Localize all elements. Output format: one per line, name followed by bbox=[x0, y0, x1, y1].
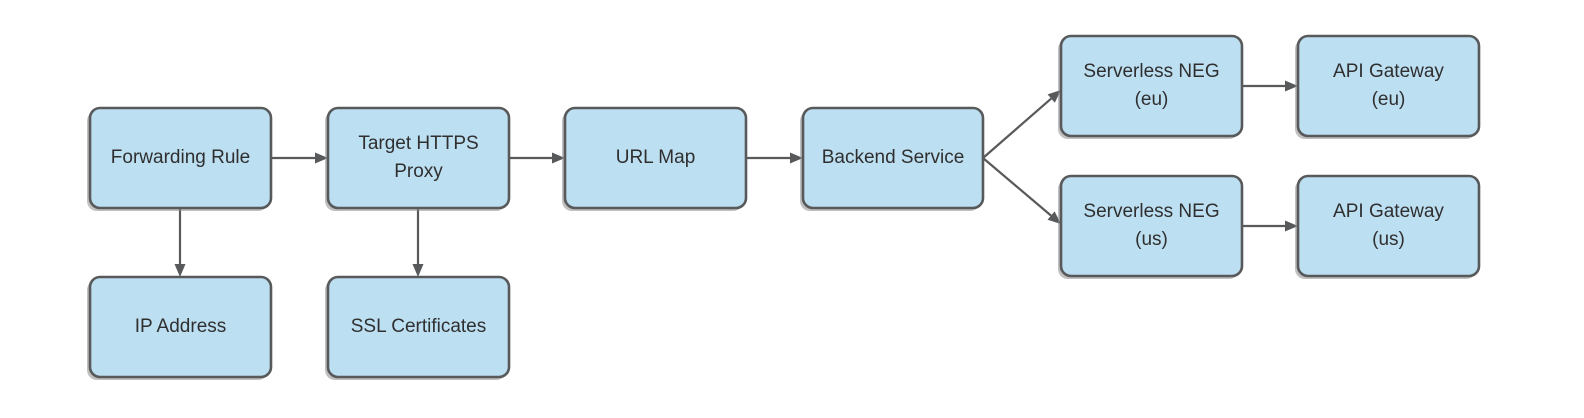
node-label: Serverless NEG (us) bbox=[1083, 201, 1219, 250]
arrow-head-icon bbox=[1047, 90, 1061, 103]
node-label-line-1: URL Map bbox=[616, 147, 696, 168]
edge-serverless-neg-us-to-api-gateway-us bbox=[1242, 220, 1298, 232]
edge-target-https-proxy-to-url-map bbox=[509, 152, 565, 164]
arrow-head-icon bbox=[1285, 220, 1298, 232]
node-box[interactable] bbox=[88, 275, 273, 379]
arrow-head-icon bbox=[412, 264, 424, 277]
arrow-head-icon bbox=[1047, 211, 1061, 224]
node-label: API Gateway (us) bbox=[1333, 201, 1444, 250]
node-label: Target HTTPS Proxy bbox=[358, 133, 478, 182]
node-label-line-1: SSL Certificates bbox=[351, 316, 487, 337]
node-target-https-proxy[interactable]: Target HTTPS Proxy bbox=[325, 106, 511, 211]
node-label-line-2: (us) bbox=[1135, 229, 1168, 250]
arrow-head-icon bbox=[790, 152, 803, 164]
node-box[interactable] bbox=[326, 106, 511, 210]
node-url-map[interactable]: URL Map bbox=[562, 106, 748, 211]
node-label-line-1: Backend Service bbox=[822, 147, 965, 168]
node-api-gateway-eu[interactable]: API Gateway (eu) bbox=[1295, 34, 1481, 139]
node-label: SSL Certificates bbox=[351, 316, 487, 337]
edge-backend-service-to-serverless-neg-us bbox=[982, 157, 1061, 224]
edge-url-map-to-backend-service bbox=[746, 152, 803, 164]
node-label-line-1: IP Address bbox=[135, 316, 227, 337]
edge-line bbox=[982, 157, 1052, 217]
node-label: Forwarding Rule bbox=[111, 147, 250, 168]
node-api-gateway-us[interactable]: API Gateway (us) bbox=[1295, 174, 1481, 279]
arrow-head-icon bbox=[1285, 80, 1298, 92]
edge-forwarding-rule-to-ip-address bbox=[174, 208, 186, 277]
node-label-line-2: Proxy bbox=[394, 161, 443, 182]
edge-backend-service-to-serverless-neg-eu bbox=[982, 90, 1061, 159]
node-box[interactable] bbox=[88, 106, 273, 210]
node-label: IP Address bbox=[135, 316, 227, 337]
edge-target-https-proxy-to-ssl-certificates bbox=[412, 208, 424, 277]
edges-layer bbox=[174, 80, 1298, 277]
edge-line bbox=[982, 97, 1052, 159]
arrow-head-icon bbox=[552, 152, 565, 164]
node-box[interactable] bbox=[1296, 34, 1481, 138]
node-backend-service[interactable]: Backend Service bbox=[800, 106, 985, 211]
node-label-line-2: (eu) bbox=[1372, 89, 1406, 110]
node-label-line-1: API Gateway bbox=[1333, 201, 1444, 222]
edge-serverless-neg-eu-to-api-gateway-eu bbox=[1242, 80, 1298, 92]
node-serverless-neg-eu[interactable]: Serverless NEG (eu) bbox=[1058, 34, 1244, 139]
node-box[interactable] bbox=[563, 106, 748, 210]
arrow-head-icon bbox=[174, 264, 186, 277]
node-forwarding-rule[interactable]: Forwarding Rule bbox=[87, 106, 273, 211]
node-ip-address[interactable]: IP Address bbox=[87, 275, 273, 380]
node-label: Serverless NEG (eu) bbox=[1083, 61, 1219, 110]
node-label: API Gateway (eu) bbox=[1333, 61, 1444, 110]
node-label-line-1: Forwarding Rule bbox=[111, 147, 250, 168]
node-serverless-neg-us[interactable]: Serverless NEG (us) bbox=[1058, 174, 1244, 279]
node-label-line-2: (us) bbox=[1372, 229, 1405, 250]
node-label-line-2: (eu) bbox=[1135, 89, 1169, 110]
node-label-line-1: Target HTTPS bbox=[358, 133, 478, 154]
nodes-layer: Forwarding Rule Target HTTPS Proxy URL Map B… bbox=[87, 34, 1481, 380]
node-box[interactable] bbox=[801, 106, 985, 210]
node-box[interactable] bbox=[1059, 174, 1244, 278]
node-label-line-1: API Gateway bbox=[1333, 61, 1444, 82]
node-box[interactable] bbox=[326, 275, 511, 379]
node-ssl-certificates[interactable]: SSL Certificates bbox=[325, 275, 511, 380]
arrow-head-icon bbox=[315, 152, 328, 164]
node-box[interactable] bbox=[1296, 174, 1481, 278]
edge-forwarding-rule-to-target-https-proxy bbox=[271, 152, 328, 164]
node-label-line-1: Serverless NEG bbox=[1083, 61, 1219, 82]
node-label: Backend Service bbox=[822, 147, 965, 168]
node-label-line-1: Serverless NEG bbox=[1083, 201, 1219, 222]
node-label: URL Map bbox=[616, 147, 696, 168]
node-box[interactable] bbox=[1059, 34, 1244, 138]
